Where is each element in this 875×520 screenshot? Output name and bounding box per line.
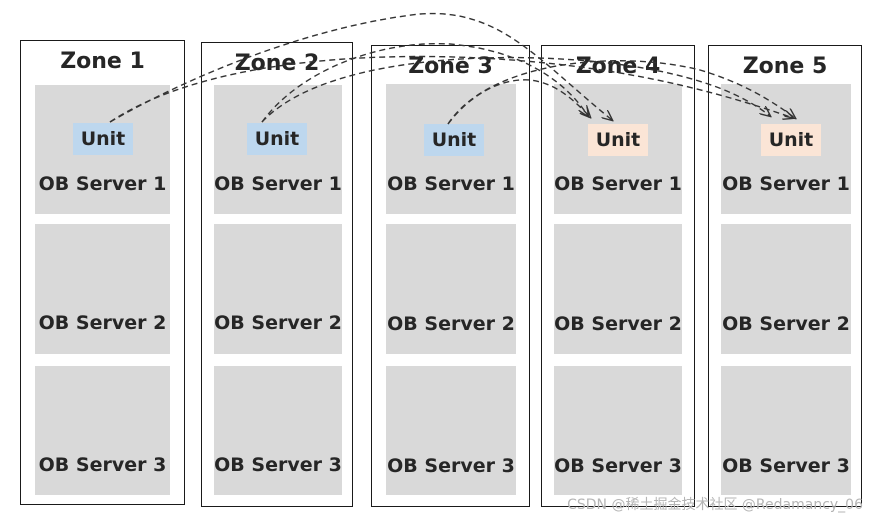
ob-server-3: OB Server 3 <box>214 366 342 495</box>
ob-server-3: OB Server 3 <box>721 366 851 495</box>
ob-server-2: OB Server 2 <box>214 224 342 354</box>
zone-title: Zone 5 <box>742 54 828 79</box>
unit-badge: Unit <box>588 124 648 156</box>
zone-4: Zone 4 Unit OB Server 1 OB Server 2 OB S… <box>541 45 695 507</box>
unit-badge: Unit <box>73 123 133 155</box>
zone-title: Zone 1 <box>60 49 145 74</box>
server-label: OB Server 2 <box>722 313 850 335</box>
zone-title: Zone 4 <box>575 54 661 79</box>
server-label: OB Server 1 <box>38 173 167 195</box>
server-label: OB Server 2 <box>38 312 167 334</box>
server-label: OB Server 3 <box>554 455 682 477</box>
ob-server-2: OB Server 2 <box>386 224 516 354</box>
ob-server-2: OB Server 2 <box>35 224 170 354</box>
ob-server-2: OB Server 2 <box>554 224 682 354</box>
server-label: OB Server 1 <box>722 173 850 195</box>
ob-server-1: Unit OB Server 1 <box>554 84 682 214</box>
ob-server-1: Unit OB Server 1 <box>386 84 516 214</box>
unit-badge: Unit <box>761 124 821 156</box>
ob-server-3: OB Server 3 <box>35 366 170 495</box>
server-label: OB Server 3 <box>722 455 850 477</box>
arrow-zone1-to-zone4 <box>109 12 612 123</box>
zone-2: Zone 2 Unit OB Server 1 OB Server 2 OB S… <box>201 42 353 507</box>
ob-server-1: Unit OB Server 1 <box>721 84 851 214</box>
zone-5: Zone 5 Unit OB Server 1 OB Server 2 OB S… <box>708 45 862 507</box>
server-label: OB Server 3 <box>38 454 167 476</box>
server-label: OB Server 2 <box>214 312 342 334</box>
server-label: OB Server 3 <box>387 455 515 477</box>
zone-title: Zone 3 <box>408 54 493 79</box>
server-label: OB Server 2 <box>387 313 515 335</box>
unit-badge: Unit <box>424 124 484 156</box>
ob-server-3: OB Server 3 <box>554 366 682 495</box>
ob-server-1: Unit OB Server 1 <box>214 85 342 214</box>
server-label: OB Server 1 <box>387 173 515 195</box>
zone-3: Zone 3 Unit OB Server 1 OB Server 2 OB S… <box>371 45 530 507</box>
watermark: CSDN @稀土掘金技术社区 @Redamancy_06 <box>567 497 863 513</box>
zone-title: Zone 2 <box>234 51 320 76</box>
server-label: OB Server 2 <box>554 313 682 335</box>
server-label: OB Server 3 <box>214 454 342 476</box>
ob-server-1: Unit OB Server 1 <box>35 85 170 214</box>
zone-1: Zone 1 Unit OB Server 1 OB Server 2 OB S… <box>20 40 185 505</box>
unit-badge: Unit <box>247 123 307 155</box>
ob-server-2: OB Server 2 <box>721 224 851 354</box>
ob-server-3: OB Server 3 <box>386 366 516 495</box>
server-label: OB Server 1 <box>554 173 682 195</box>
server-label: OB Server 1 <box>214 173 342 195</box>
